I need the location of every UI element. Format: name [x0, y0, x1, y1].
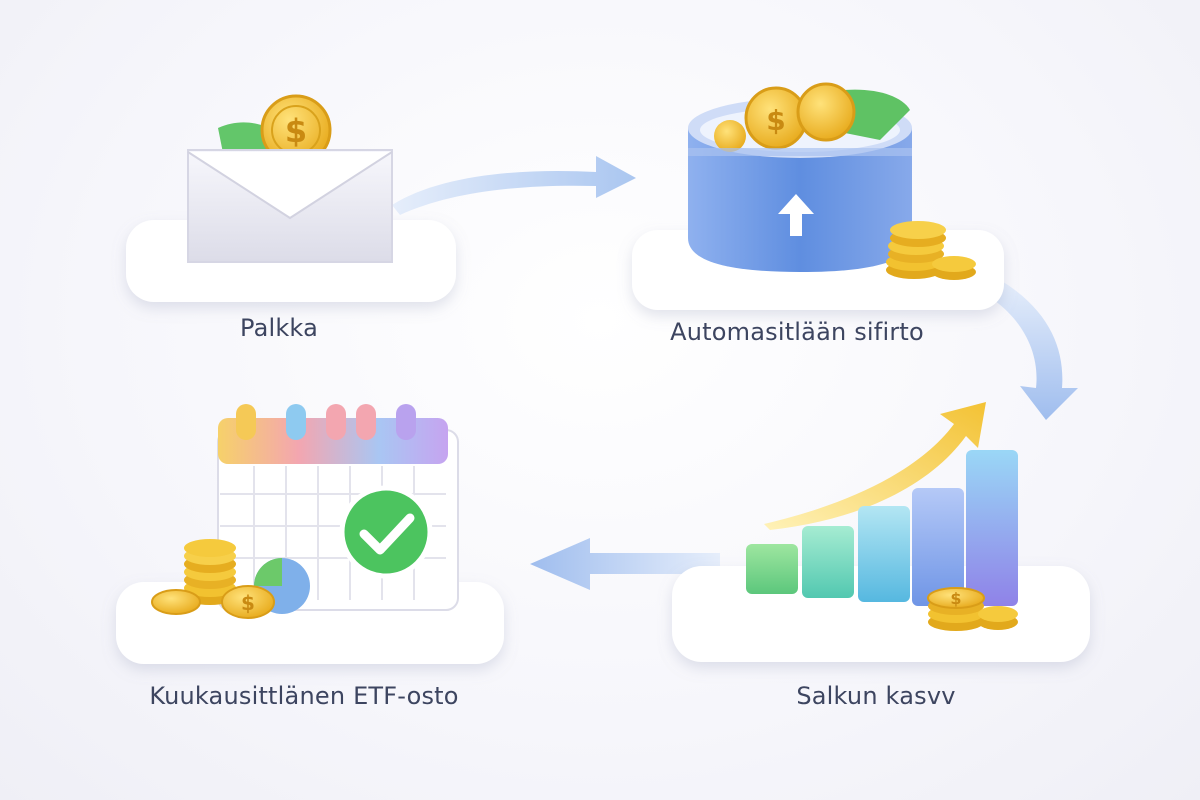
envelope-icon: $ [187, 94, 393, 263]
step-3-group: $ [116, 404, 504, 664]
arrow-step1-to-step2 [392, 156, 636, 215]
svg-text:$: $ [766, 104, 785, 137]
svg-text:$: $ [241, 591, 255, 615]
svg-text:$: $ [285, 112, 307, 150]
coin-stack-icon: $ [927, 587, 1018, 631]
step-label-monthly-etf-purchase: Kuukausittlänen ETF-osto [149, 682, 459, 710]
savings-jar-icon: $ [688, 82, 912, 272]
arrow-step4-to-step3 [530, 538, 720, 590]
step-label-automatic-transfer: Automasitlään sifirto [670, 318, 924, 346]
step-4-group: $ [672, 402, 1090, 662]
check-icon [339, 485, 433, 579]
coin-stack-icon: $ [151, 539, 275, 619]
coin-stack-icon [886, 221, 976, 280]
step-1-group: $ [126, 94, 456, 302]
arrow-step2-to-step4 [988, 280, 1078, 420]
step-2-group: $ [632, 82, 1004, 310]
step-label-portfolio-growth: Salkun kasvv [796, 682, 956, 710]
svg-text:$: $ [950, 589, 961, 608]
growth-chart-icon [746, 402, 1018, 606]
step-label-salary: Palkka [239, 314, 319, 342]
